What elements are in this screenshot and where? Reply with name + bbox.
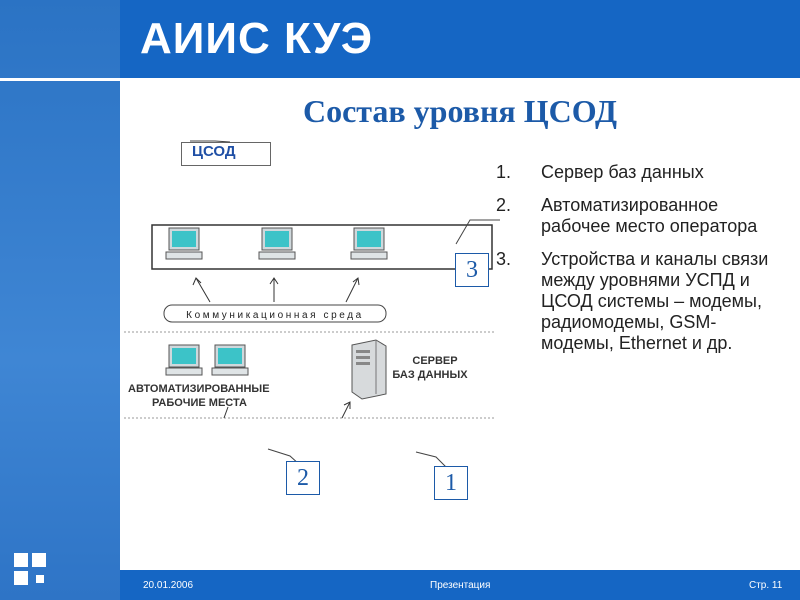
network-diagram: Коммуникационная среда АВТОМАТИЗИРОВАННЫ… [124,222,496,420]
list-item: 2.Автоматизированное рабочее место опера… [496,195,758,236]
workstation-3-icon [350,227,388,260]
top-workstations-frame [151,224,493,270]
tsod-label: ЦСОД [192,143,236,160]
arm-workstation-2-icon [211,344,249,376]
header-divider [120,78,800,81]
logo-squares-icon [14,553,50,589]
workstation-2-icon [258,227,296,260]
comm-pill [163,304,387,323]
footer-title: Презентация [430,580,491,591]
comm-label: Коммуникационная среда [186,310,364,321]
arm-label-line1: АВТОМАТИЗИРОВАННЫЕ [128,383,270,395]
callout-2: 2 [286,461,320,495]
server-icon [351,339,387,400]
arm-workstation-1-icon [165,344,203,376]
workstation-1-icon [165,227,203,260]
sidebar-divider [0,78,120,81]
server-label-line1: СЕРВЕР [412,355,457,367]
slide-title: Состав уровня ЦСОД [302,93,618,129]
server-label-line2: БАЗ ДАННЫХ [392,369,468,381]
header-title: АИИС КУЭ [140,14,374,63]
sidebar-panel [0,0,120,600]
callout-3: 3 [455,253,489,287]
footer-bar [120,570,800,600]
footer-date: 20.01.2006 [143,580,194,591]
footer-page-number: Стр. 11 [749,580,783,591]
tsod-label-box [181,142,271,166]
header-bar [120,0,800,78]
callout-1: 1 [434,466,468,500]
list-item: 3.Устройства и каналы связи между уровня… [496,249,769,353]
arm-label-line2: РАБОЧИЕ МЕСТА [152,397,247,409]
components-list: 1.Сервер баз данных 2.Автоматизированное… [496,162,776,366]
list-item: 1.Сервер баз данных [496,162,704,182]
